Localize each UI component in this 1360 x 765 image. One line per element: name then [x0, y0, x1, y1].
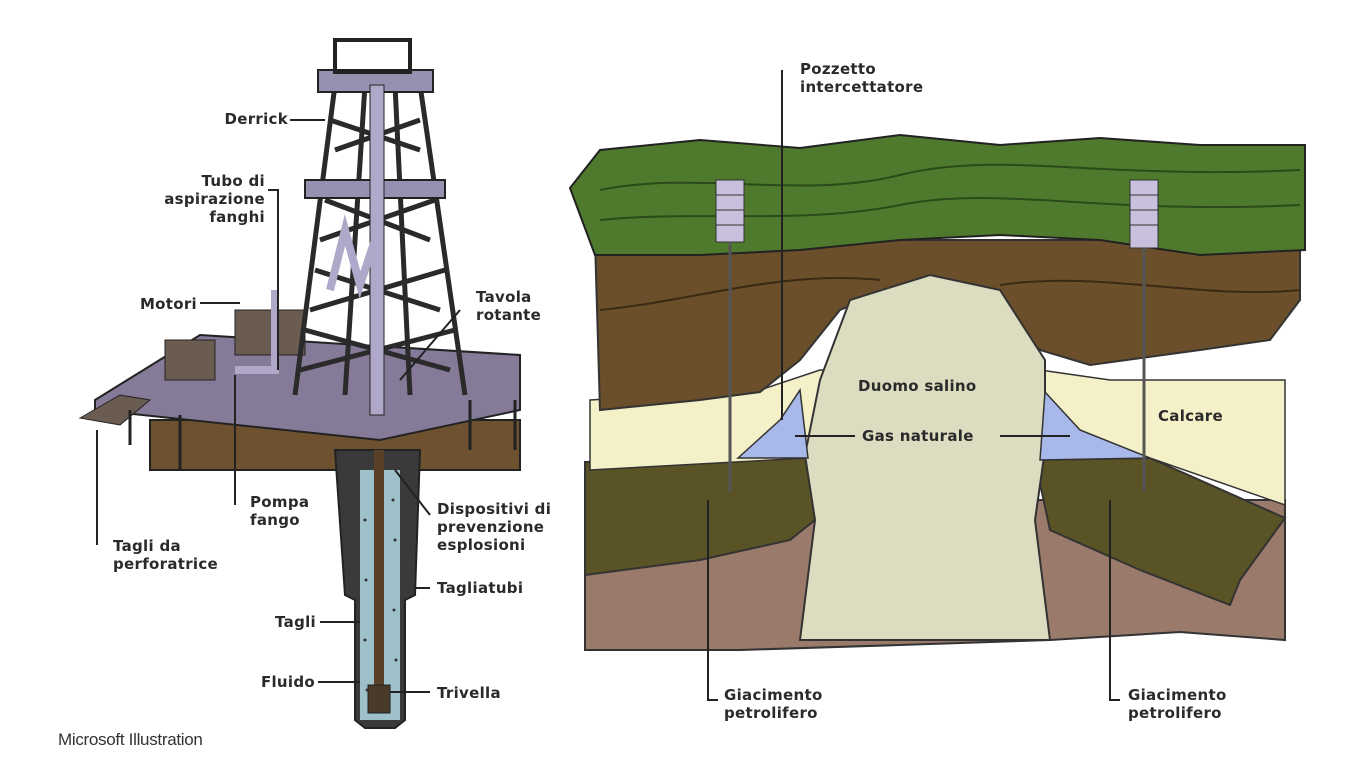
- image-credit: Microsoft Illustration: [58, 730, 203, 749]
- drilling-rig: [78, 38, 521, 729]
- label-cuttings: Tagli: [275, 613, 316, 631]
- geology-cross-section: [568, 70, 1306, 701]
- grass-surface: [568, 133, 1306, 257]
- label-oil-reservoir-left: Giacimento petrolifero: [724, 686, 823, 722]
- label-mud-suction-pipe: Tubo di aspirazione fanghi: [164, 172, 265, 226]
- well-right: [1129, 179, 1159, 492]
- well-left: [715, 179, 745, 492]
- label-drill-bit: Trivella: [437, 684, 501, 702]
- label-wildcat-well: Pozzetto intercettatore: [800, 60, 924, 96]
- label-pipe-cutter: Tagliatubi: [437, 579, 524, 597]
- oil-reservoir-right: [1033, 456, 1287, 607]
- label-natural-gas: Gas naturale: [862, 427, 974, 445]
- label-limestone: Calcare: [1158, 407, 1223, 425]
- label-mud-pump: Pompa fango: [250, 493, 310, 529]
- drill-bit: [367, 684, 391, 714]
- label-derrick: Derrick: [224, 110, 288, 128]
- label-rotary-table: Tavola rotante: [476, 288, 542, 324]
- label-engines: Motori: [139, 295, 197, 313]
- label-drill-cuttings: Tagli da perforatrice: [113, 537, 219, 573]
- label-blowout-preventer: Dispositivi di prevenzione esplosioni: [437, 500, 552, 554]
- natural-gas-right: [1039, 390, 1151, 461]
- label-salt-dome: Duomo salino: [858, 377, 977, 395]
- natural-gas-left: [736, 387, 809, 459]
- salt-dome: [798, 273, 1052, 641]
- label-oil-reservoir-right: Giacimento petrolifero: [1128, 686, 1227, 722]
- label-fluid: Fluido: [260, 673, 315, 691]
